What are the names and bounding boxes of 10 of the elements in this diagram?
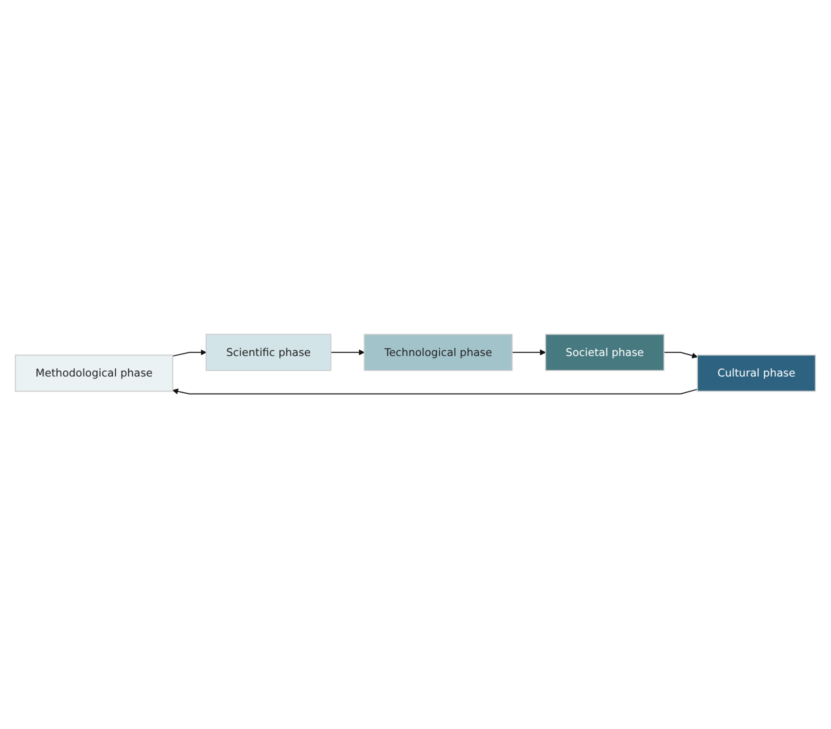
node-box: Methodological phase <box>15 354 174 392</box>
node-box: Technological phase <box>364 334 513 372</box>
node-box: Societal phase <box>545 334 665 372</box>
arrow <box>664 352 698 359</box>
node-box: Cultural phase <box>696 354 816 392</box>
arrow <box>172 388 698 395</box>
arrow <box>172 350 206 357</box>
arrow <box>512 350 546 356</box>
node-box: Scientific phase <box>206 334 332 372</box>
arrow <box>330 350 365 356</box>
